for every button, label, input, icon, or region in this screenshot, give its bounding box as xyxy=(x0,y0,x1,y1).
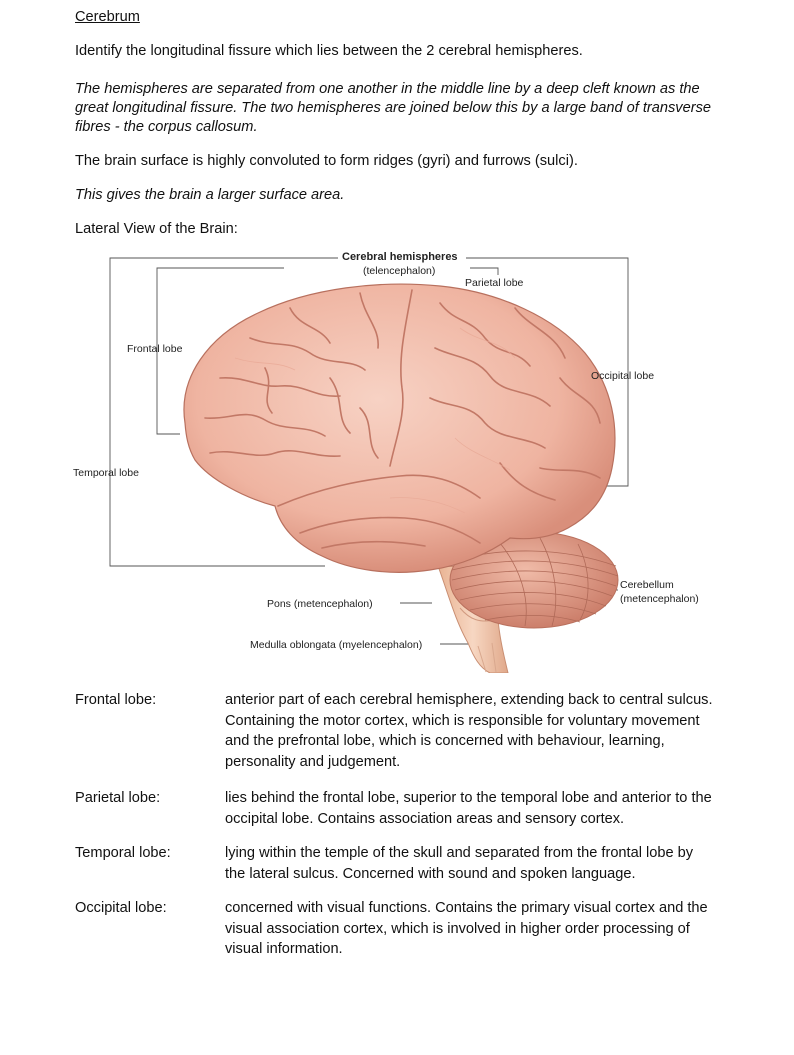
label-cerebellum-metencephalon: (metencephalon) xyxy=(620,593,699,605)
definition-term: Frontal lobe: xyxy=(75,692,157,708)
label-occipital-lobe: Occipital lobe xyxy=(591,370,655,382)
definition-text: concerned with visual functions. Contain… xyxy=(225,900,708,957)
page-heading: Cerebrum xyxy=(75,9,140,25)
definition-term: Occipital lobe: xyxy=(75,900,167,916)
brain-diagram: Cerebral hemispheres (telencephalon) Par… xyxy=(60,248,730,673)
paragraph-hemispheres: The hemispheres are separated from one a… xyxy=(75,81,711,135)
definition-term: Parietal lobe: xyxy=(75,790,161,806)
label-pons: Pons (metencephalon) xyxy=(267,598,373,610)
diagram-caption: Lateral View of the Brain: xyxy=(75,221,238,237)
brain-illustration xyxy=(109,257,629,673)
label-temporal-lobe: Temporal lobe xyxy=(73,467,139,479)
label-cerebellum: Cerebellum xyxy=(620,579,674,591)
paragraph-surface-area: This gives the brain a larger surface ar… xyxy=(75,187,345,203)
label-cerebral-hemispheres: Cerebral hemispheres xyxy=(342,251,458,263)
label-medulla-oblongata: Medulla oblongata (myelencephalon) xyxy=(250,639,423,651)
label-frontal-lobe: Frontal lobe xyxy=(127,343,183,355)
label-telencephalon: (telencephalon) xyxy=(363,265,436,277)
cerebellum-shape xyxy=(449,531,619,629)
definition-text: lying within the temple of the skull and… xyxy=(225,845,694,882)
definition-term: Temporal lobe: xyxy=(75,845,171,861)
definition-text: anterior part of each cerebral hemispher… xyxy=(225,692,713,770)
paragraph-surface: The brain surface is highly convoluted t… xyxy=(75,153,578,169)
definition-text: lies behind the frontal lobe, superior t… xyxy=(225,790,712,827)
gyri-lines xyxy=(204,289,601,549)
label-parietal-lobe: Parietal lobe xyxy=(465,277,524,289)
paragraph-fissure: Identify the longitudinal fissure which … xyxy=(75,43,583,59)
leader-lines xyxy=(109,257,629,645)
